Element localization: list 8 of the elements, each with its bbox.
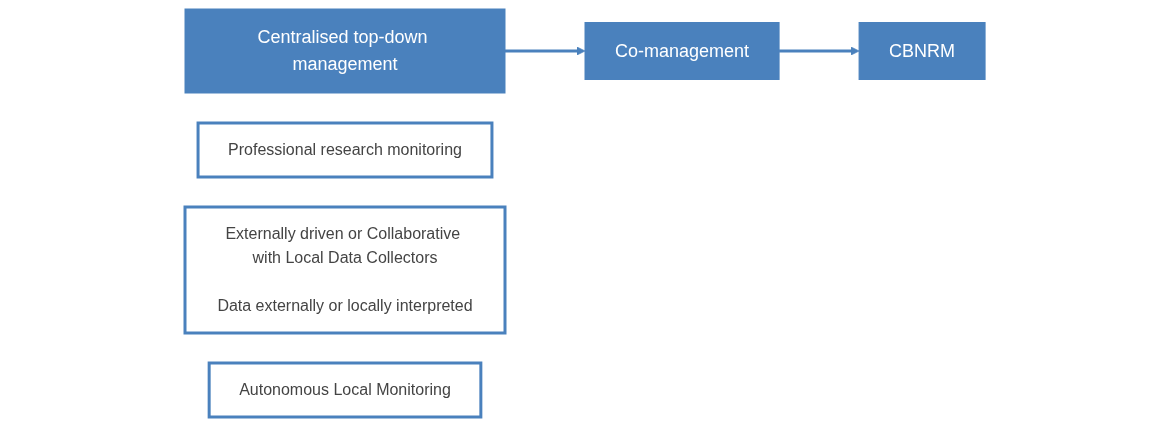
node-box: Co-management — [584, 21, 781, 80]
node-box: Professional research monitoring — [197, 121, 494, 178]
arrow — [505, 46, 586, 55]
node-box: Centralised top-down management — [184, 8, 506, 93]
node-box: CBNRM — [859, 21, 987, 80]
arrow — [779, 46, 860, 55]
node-box: Externally driven or Collaborative with Local Data Collectors Data externally or locally interpreted — [183, 205, 507, 334]
node-box: Autonomous Local Monitoring — [208, 361, 483, 418]
